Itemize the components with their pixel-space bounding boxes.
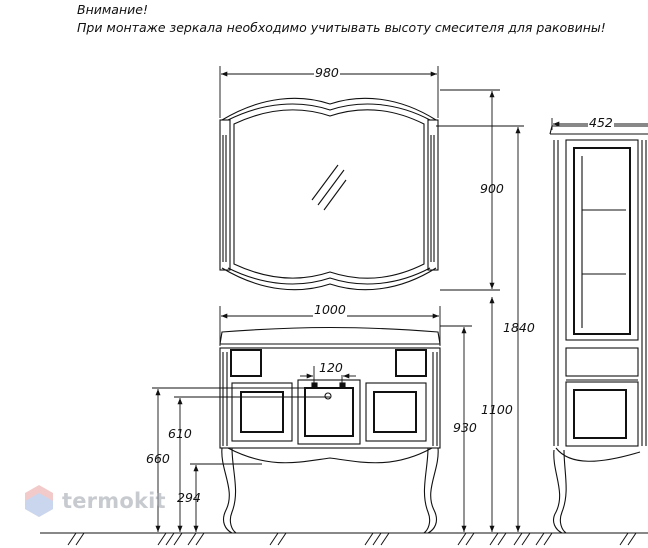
dim-height-930: 930	[453, 420, 477, 435]
dim-height-610: 610	[168, 426, 192, 441]
vanity	[219, 326, 441, 534]
mirror	[219, 97, 439, 291]
dim-cabinet-width: 452	[588, 115, 614, 130]
dim-total-height: 1840	[503, 320, 535, 335]
dim-mirror-width: 980	[314, 65, 340, 80]
warning-text: При монтаже зеркала необходимо учитывать…	[77, 20, 606, 35]
dim-vanity-width: 1000	[313, 302, 347, 317]
termokit-watermark: termokit	[22, 483, 172, 523]
termokit-logo-icon	[25, 485, 53, 517]
dim-height-294: 294	[177, 490, 201, 505]
watermark-text: termokit	[62, 489, 166, 513]
warning-title: Внимание!	[77, 2, 148, 17]
tall-cabinet	[549, 125, 648, 534]
floor-line	[40, 532, 648, 546]
dim-height-660: 660	[146, 451, 170, 466]
dim-tap-spacing: 120	[318, 360, 344, 375]
dim-height-1100: 1100	[481, 402, 513, 417]
dim-mirror-height: 900	[480, 181, 504, 196]
